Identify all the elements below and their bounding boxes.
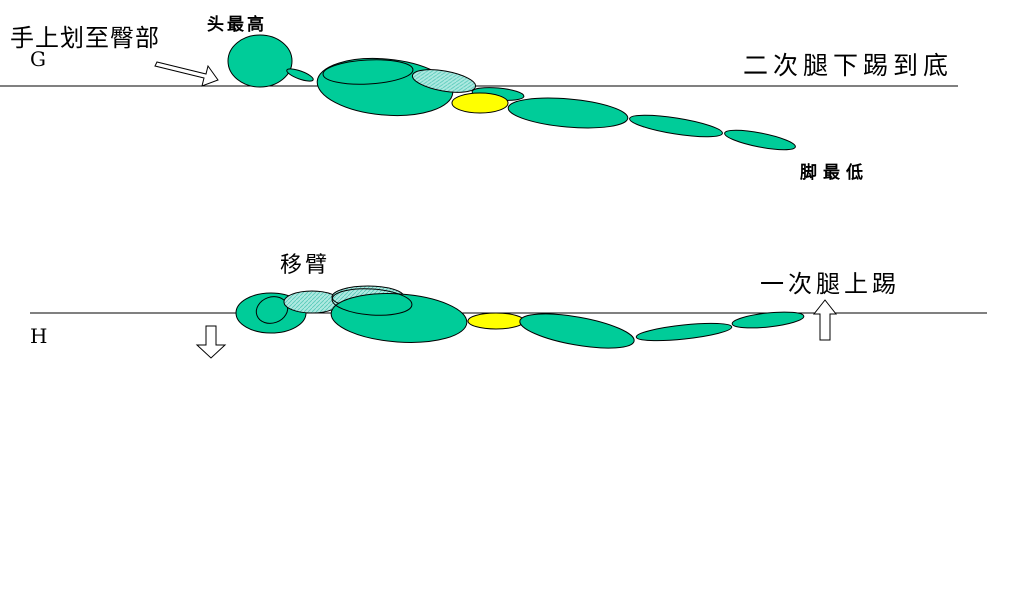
first-kick-caption: 一次腿上踢 <box>760 270 900 298</box>
shin <box>629 114 723 138</box>
thigh <box>507 97 629 129</box>
panel-h: H 移臂 一次腿上踢 <box>30 253 987 359</box>
arm-recovery-caption: 移臂 <box>280 253 330 278</box>
head <box>227 34 293 88</box>
foot-lowest-caption: 脚最低 <box>800 162 869 183</box>
swimmer-h <box>235 285 805 349</box>
hip <box>451 92 509 114</box>
arm-hatch <box>411 69 477 93</box>
arm-outline <box>322 59 414 85</box>
right-arrow-icon <box>154 61 219 87</box>
thigh <box>519 313 635 349</box>
panel-label-h: H <box>30 324 47 348</box>
hand-stroke-caption: 手上划至臀部 <box>10 24 160 52</box>
panel-label-g: G <box>30 47 46 71</box>
panel-g: G 手上划至臀部 头最高 二次腿下踢到底 脚最低 <box>0 14 958 183</box>
foot <box>731 311 805 329</box>
shin <box>635 322 733 342</box>
second-kick-caption: 二次腿下踢到底 <box>743 51 953 80</box>
down-arrow-icon <box>195 325 227 359</box>
arm-outline <box>331 288 413 316</box>
foot <box>724 129 796 151</box>
hip <box>467 312 525 330</box>
head-highest-caption: 头最高 <box>207 14 267 35</box>
swimmer-g <box>227 34 796 151</box>
torso <box>330 293 468 343</box>
hand <box>286 68 314 82</box>
up-arrow-icon <box>812 299 838 341</box>
